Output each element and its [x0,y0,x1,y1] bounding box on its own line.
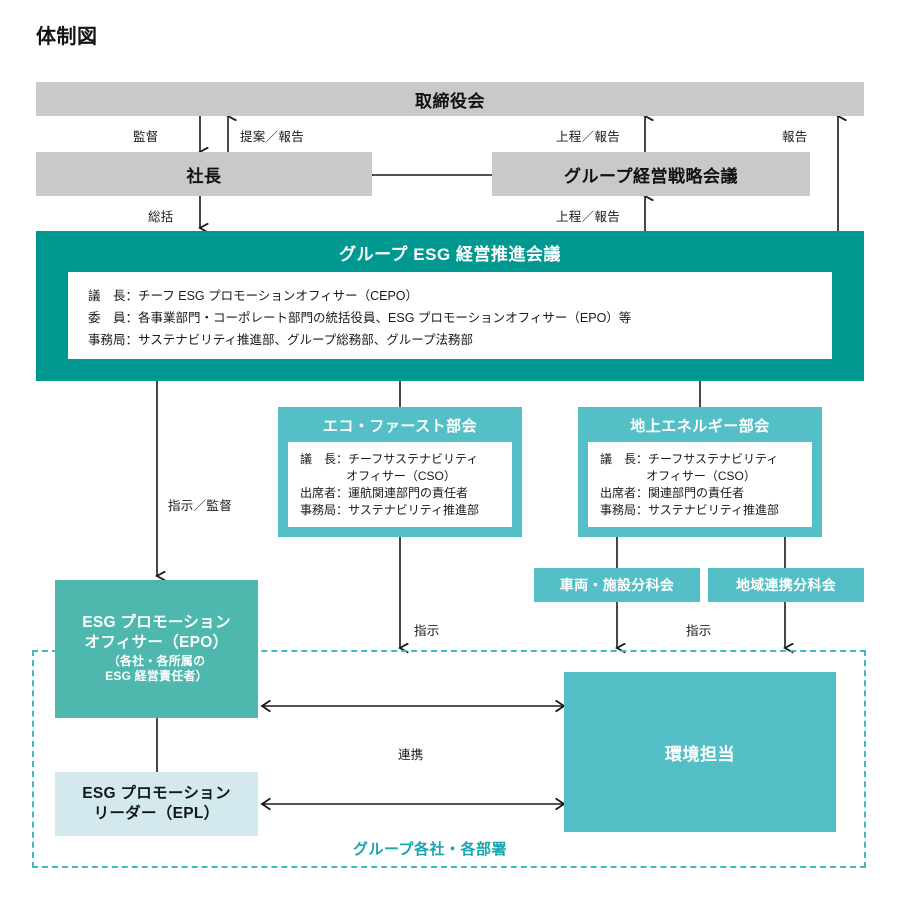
box-president[interactable]: 社長 [36,152,372,196]
committee-line: オフィサー（CSO） [646,469,756,484]
box-ground-energy-committee-title: 地上エネルギー部会 [630,418,770,435]
group-companies-boundary-label: グループ各社・各部署 [352,841,508,858]
box-board-of-directors[interactable]: 取締役会 [36,82,864,116]
committee-line: 議 長：チーフサステナビリティ [300,452,479,466]
ground-energy-committee-details: 議 長：チーフサステナビリティ オフィサー（CSO） 出席者：関連部門の責任者 … [588,442,812,527]
label-report: 報告 [782,130,808,144]
box-board-of-directors-label: 取締役会 [415,91,485,111]
box-eco-first-committee[interactable]: エコ・ファースト部会 議 長：チーフサステナビリティ オフィサー（CSO） 出席… [278,407,522,537]
council-row-value: 各事業部門・コーポレート部門の統括役員、ESG プロモーションオフィサー（EPO… [138,310,632,325]
committee-line: オフィサー（CSO） [346,469,456,484]
council-row: 委 員：各事業部門・コーポレート部門の統括役員、ESG プロモーションオフィサー… [88,308,812,330]
box-esg-promotion-officer[interactable]: ESG プロモーション オフィサー（EPO） （各社・各所属の ESG 経営責任… [55,580,258,718]
epo-note-1: （各社・各所属の [107,653,206,668]
page-title: 体制図 [36,26,98,48]
box-environment-officer-label: 環境担当 [665,744,735,764]
label-instruct-center: 指示 [414,624,440,638]
council-row-label: 委 員： [88,310,139,325]
label-submission-report-upper: 上程／報告 [556,130,621,144]
label-submission-report-lower: 上程／報告 [556,210,621,224]
label-proposal-report: 提案／報告 [240,130,305,144]
label-summary: 総括 [148,210,174,224]
label-instruct-right: 指示 [686,624,712,638]
box-president-label: 社長 [186,166,222,186]
committee-line: 事務局：サステナビリティ推進部 [600,503,780,518]
box-ground-energy-committee[interactable]: 地上エネルギー部会 議 長：チーフサステナビリティ オフィサー（CSO） 出席者… [578,407,822,537]
epo-note-2: ESG 経営責任者） [105,669,208,684]
eco-first-committee-details: 議 長：チーフサステナビリティ オフィサー（CSO） 出席者：運航関連部門の責任… [288,442,512,527]
committee-line: 出席者：関連部門の責任者 [600,486,745,501]
label-supervision: 監督 [133,130,159,144]
epl-line-1: ESG プロモーション [82,784,231,802]
council-row-value: サステナビリティ推進部、グループ総務部、グループ法務部 [138,332,474,347]
box-group-strategy-meeting[interactable]: グループ経営戦略会議 [492,152,810,196]
epl-line-2: リーダー（EPL） [93,805,220,822]
box-eco-first-committee-title: エコ・ファースト部会 [322,418,478,435]
council-row-value: チーフ ESG プロモーションオフィサー（CEPO） [138,289,419,303]
group-companies-boundary [32,650,866,868]
council-row: 議 長：チーフ ESG プロモーションオフィサー（CEPO） [88,286,812,308]
box-regional-cooperation-subcommittee[interactable]: 地域連携分科会 [708,568,864,602]
box-group-esg-council-title: グループ ESG 経営推進会議 [339,245,561,264]
group-esg-council-details: 議 長：チーフ ESG プロモーションオフィサー（CEPO） 委 員：各事業部門… [68,272,832,359]
box-esg-promotion-leader[interactable]: ESG プロモーション リーダー（EPL） [55,772,258,836]
council-row-label: 事務局： [88,332,139,347]
label-instruct-supervise: 指示／監督 [168,499,233,513]
committee-line: 事務局：サステナビリティ推進部 [300,503,480,518]
committee-line: 議 長：チーフサステナビリティ [600,452,779,466]
council-row-label: 議 長： [88,289,139,303]
box-environment-officer[interactable]: 環境担当 [564,672,836,832]
epo-line-2: オフィサー（EPO） [84,634,229,652]
box-group-esg-council[interactable]: グループ ESG 経営推進会議 議 長：チーフ ESG プロモーションオフィサー… [36,231,864,381]
box-group-strategy-meeting-label: グループ経営戦略会議 [564,166,738,186]
box-vehicle-facility-subcommittee-label: 車両・施設分科会 [559,577,675,593]
box-vehicle-facility-subcommittee[interactable]: 車両・施設分科会 [534,568,700,602]
committee-line: 出席者：運航関連部門の責任者 [300,486,469,501]
box-regional-cooperation-subcommittee-label: 地域連携分科会 [735,577,837,593]
label-cooperation: 連携 [398,748,424,762]
epo-line-1: ESG プロモーション [82,613,231,631]
council-row: 事務局：サステナビリティ推進部、グループ総務部、グループ法務部 [88,330,812,352]
